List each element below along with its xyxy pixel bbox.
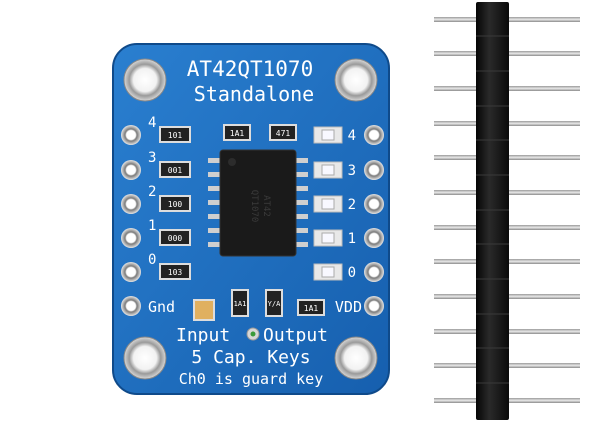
right-pin-label-2: 2 (348, 197, 356, 213)
right-pad-3 (364, 160, 384, 180)
resistor-vdd (297, 299, 325, 316)
resistor-bottom-1 (231, 289, 249, 317)
resistor-code: 1A1 (234, 300, 247, 308)
resistor-code: 100 (168, 200, 183, 209)
board-title: AT42QT1070 (187, 57, 313, 81)
resistor-code: 101 (168, 131, 183, 140)
left-pad-1 (121, 228, 141, 248)
svg-text:AT42: AT42 (261, 195, 271, 217)
right-pin-label-3: 3 (348, 163, 356, 179)
mounting-hole-bottom-right (334, 336, 378, 380)
right-pad-vdd (364, 296, 384, 316)
vdd-label: VDD (335, 298, 362, 316)
resistor (159, 195, 191, 212)
right-pin-column: 4 3 2 1 0 VDD (335, 125, 384, 316)
left-pad-3 (121, 160, 141, 180)
keys-label: 5 Cap. Keys (191, 347, 310, 368)
gnd-label: Gnd (148, 298, 175, 316)
left-pin-label-2: 2 (148, 184, 156, 200)
mounting-hole-top-left (123, 58, 167, 102)
left-pad-0 (121, 262, 141, 282)
mounting-hole-bottom-left (123, 336, 167, 380)
resistor-bottom-2 (265, 289, 283, 317)
right-pin-label-4: 4 (348, 128, 356, 144)
mounting-hole-top-right (334, 58, 378, 102)
left-pin-label-3: 3 (148, 150, 156, 166)
resistor (159, 161, 191, 178)
board-subtitle: Standalone (194, 82, 314, 106)
right-pad-0 (364, 262, 384, 282)
left-pin-label-0: 0 (148, 252, 156, 268)
resistor-code: 103 (168, 268, 183, 277)
header-plastic (476, 2, 509, 420)
guard-key-label: Ch0 is guard key (179, 370, 324, 388)
resistor (159, 229, 191, 246)
left-pin-column: 4 3 2 1 0 Gnd (121, 115, 175, 316)
svg-text:QT1070: QT1070 (249, 190, 259, 223)
output-label: Output (263, 325, 328, 346)
right-pin-label-0: 0 (348, 265, 356, 281)
left-pad-4 (121, 125, 141, 145)
led-column (313, 126, 343, 281)
left-pad-2 (121, 194, 141, 214)
left-pad-gnd (121, 296, 141, 316)
right-pad-2 (364, 194, 384, 214)
resistor (159, 126, 191, 143)
resistor-code: 1A1 (230, 129, 245, 138)
capacitor (193, 299, 215, 321)
right-pad-1 (364, 228, 384, 248)
resistor-top-2 (269, 124, 297, 141)
resistor-code: 001 (168, 166, 183, 175)
resistor-top-1 (223, 124, 251, 141)
right-pin-label-1: 1 (348, 231, 356, 247)
left-resistors: 101 001 100 000 103 (159, 126, 191, 280)
resistor (159, 263, 191, 280)
ic-chip: AT42 QT1070 (208, 149, 308, 257)
breakout-board: AT42QT1070 Standalone 4 3 2 1 0 Gnd 4 (112, 43, 390, 395)
resistor-code: Y/A (268, 300, 281, 308)
resistor-code: 1A1 (304, 304, 319, 313)
right-pad-4 (364, 125, 384, 145)
left-pin-label-4: 4 (148, 115, 156, 131)
resistor-code: 000 (168, 234, 183, 243)
resistor-code: 471 (276, 129, 291, 138)
left-pin-label-1: 1 (148, 218, 156, 234)
pin-header (434, 2, 580, 420)
input-label: Input (176, 325, 230, 346)
